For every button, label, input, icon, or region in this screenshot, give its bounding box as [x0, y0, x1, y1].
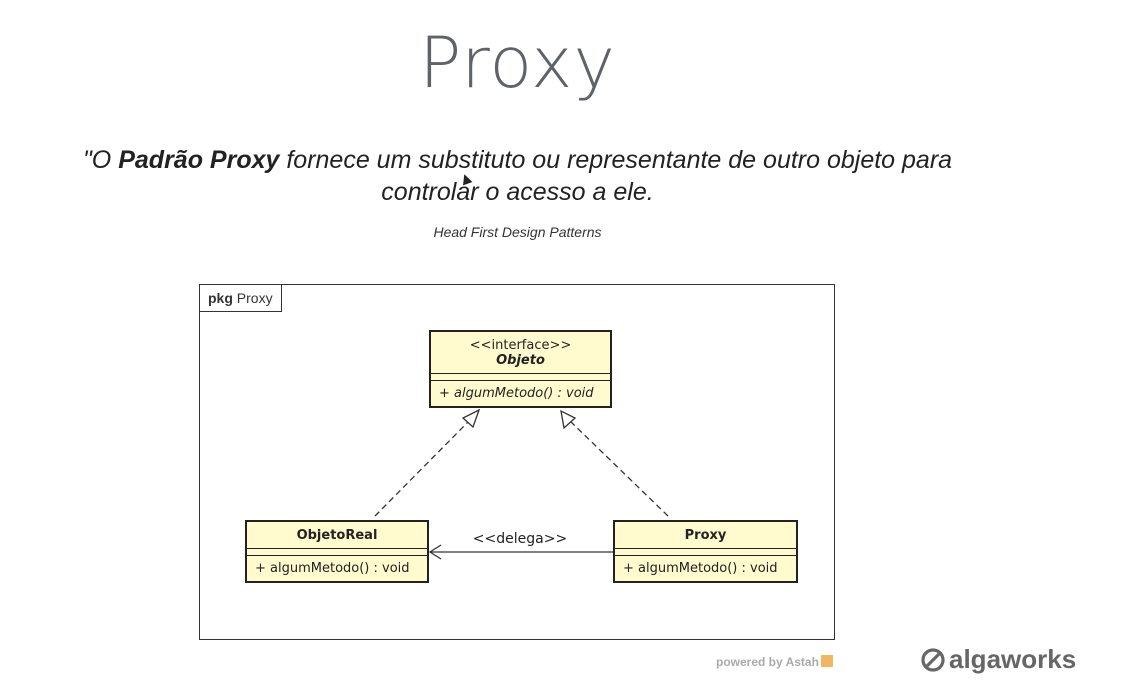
realization-line-objetoreal [374, 419, 471, 517]
delegation-arrowhead [428, 544, 442, 560]
realization-arrowhead-objetoreal [461, 408, 481, 429]
class-objetoreal-attributes-compartment [247, 549, 427, 556]
quote-source: Head First Design Patterns [433, 224, 602, 240]
class-proxy-box: Proxy + algumMetodo() : void [613, 520, 798, 583]
package-keyword: pkg [208, 290, 233, 306]
interface-name: Objeto [496, 353, 545, 368]
quote-rest: fornece um substituto ou representante d… [279, 146, 953, 206]
powered-by-astah: powered by Astah [716, 655, 833, 669]
interface-attributes-compartment [431, 374, 610, 381]
interface-operation: + algumMetodo() : void [439, 386, 594, 401]
interface-objeto-header: <<interface>> Objeto [431, 332, 610, 374]
class-objetoreal-header: ObjetoReal [247, 522, 427, 549]
page-title: Proxy [419, 22, 616, 104]
class-proxy-operation: + algumMetodo() : void [623, 561, 778, 576]
algaworks-logo: algaworks [920, 644, 1076, 675]
interface-objeto-box: <<interface>> Objeto + algumMetodo() : v… [429, 330, 612, 408]
package-name: Proxy [236, 290, 273, 306]
class-objetoreal-operation: + algumMetodo() : void [255, 561, 410, 576]
quote: "O Padrão Proxy fornece um substituto ou… [60, 144, 975, 208]
algaworks-logo-icon [921, 647, 945, 672]
astah-logo-icon [820, 655, 833, 667]
class-proxy-header: Proxy [615, 522, 796, 549]
algaworks-logo-text: algaworks [949, 644, 1077, 674]
delegation-label: <<delega>> [472, 531, 568, 547]
realization-arrowhead-proxy [560, 409, 577, 430]
powered-by-text: powered by Astah [716, 655, 819, 669]
interface-stereotype: <<interface>> [469, 338, 572, 353]
class-proxy-name: Proxy [684, 528, 727, 543]
package-tab: pkg Proxy [200, 285, 282, 312]
realization-line-proxy [569, 420, 669, 517]
class-objetoreal-name: ObjetoReal [296, 528, 378, 543]
quote-open: "O [82, 146, 119, 174]
quote-emphasis: Padrão Proxy [118, 146, 280, 174]
class-proxy-attributes-compartment [615, 549, 796, 556]
class-objetoreal-box: ObjetoReal + algumMetodo() : void [245, 520, 429, 583]
